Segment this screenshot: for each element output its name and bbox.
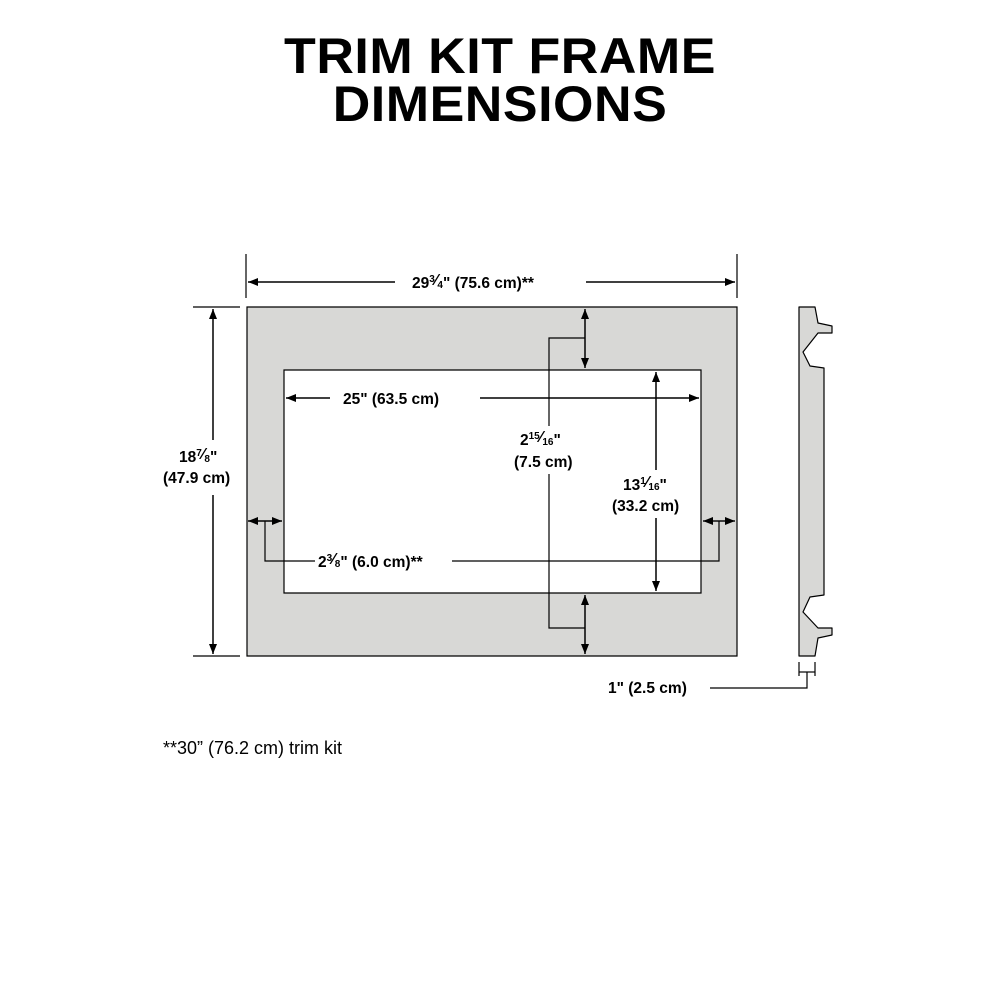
depth-leader-line [710,672,808,689]
opening-height-metric: (33.2 cm) [612,498,679,515]
top-border-leader [548,337,585,629]
overall-height-label: 187⁄8" [179,446,217,466]
top-border-label: 215⁄16" [520,429,561,449]
trim-side-profile [798,306,833,657]
side-border-leader-right [452,521,720,562]
side-border-label: 23⁄8" (6.0 cm)** [318,551,424,571]
opening-width-label: 25" (63.5 cm) [343,391,439,408]
opening-height-label-bg [608,472,696,516]
overall-width-label: 293⁄4" (75.6 cm)** [412,272,535,292]
trim-frame [246,306,738,657]
top-border-metric: (7.5 cm) [514,454,573,471]
side-border-leader-left [264,521,315,562]
footnote: **30” (76.2 cm) trim kit [163,738,343,758]
diagram-title: TRIM KIT FRAME DIMENSIONS [0,28,1000,132]
depth-label: 1" (2.5 cm) [608,680,687,697]
opening-height-label: 131⁄16" [623,474,667,494]
title-line-2: DIMENSIONS [332,76,668,132]
top-border-label-bg [508,426,588,474]
title-line-1: TRIM KIT FRAME [284,28,716,84]
overall-height-metric: (47.9 cm) [163,470,230,487]
